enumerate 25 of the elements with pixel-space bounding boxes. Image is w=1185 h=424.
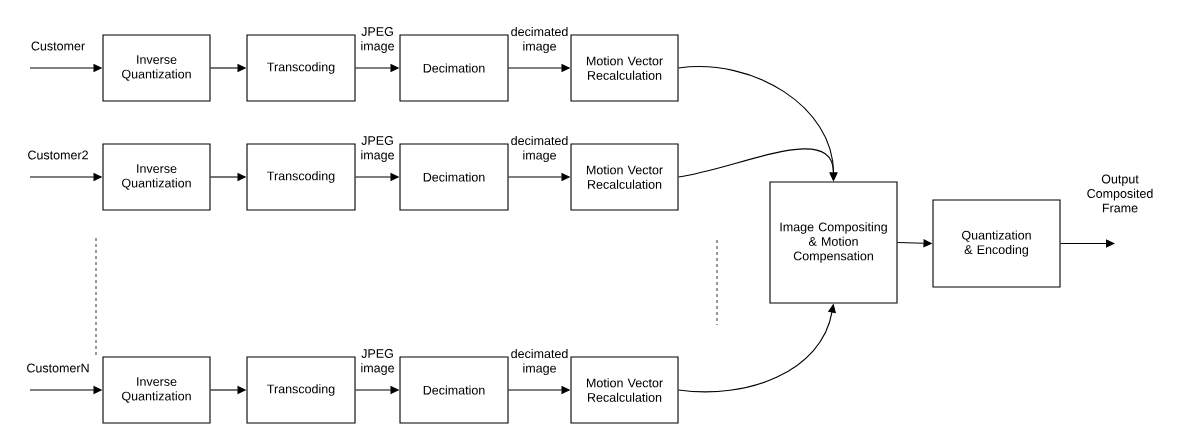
arrow — [1060, 239, 1115, 248]
edge-label: CustomerN — [27, 363, 89, 373]
process-box: Image Compositing & Motion Compensation — [769, 181, 898, 304]
edge-label: JPEG image — [361, 27, 394, 53]
process-box: Inverse Quantization — [102, 143, 211, 211]
process-box: Motion Vector Recalculation — [570, 143, 679, 211]
edge-label: Customer2 — [28, 150, 88, 160]
edge-label: decimated image — [511, 348, 568, 376]
process-box: Motion Vector Recalculation — [570, 356, 679, 424]
edge-label: JPEG image — [361, 349, 394, 375]
process-box: Inverse Quantization — [102, 356, 211, 424]
process-box: Quantization & Encoding — [932, 199, 1061, 288]
process-box: Decimation — [399, 34, 509, 102]
process-box: Decimation — [399, 356, 509, 424]
process-box: Decimation — [399, 143, 509, 211]
edge-label: Output Composited Frame — [1087, 174, 1153, 213]
edge-label: decimated image — [511, 135, 568, 163]
edge-label: decimated image — [511, 26, 568, 54]
edge-label: JPEG image — [361, 136, 394, 162]
process-box: Transcoding — [246, 143, 356, 211]
process-box: Transcoding — [246, 356, 356, 424]
process-box: Transcoding — [246, 34, 356, 102]
process-box: Motion Vector Recalculation — [570, 34, 679, 102]
edge-label: Customer — [31, 41, 85, 51]
process-box: Inverse Quantization — [102, 34, 211, 102]
